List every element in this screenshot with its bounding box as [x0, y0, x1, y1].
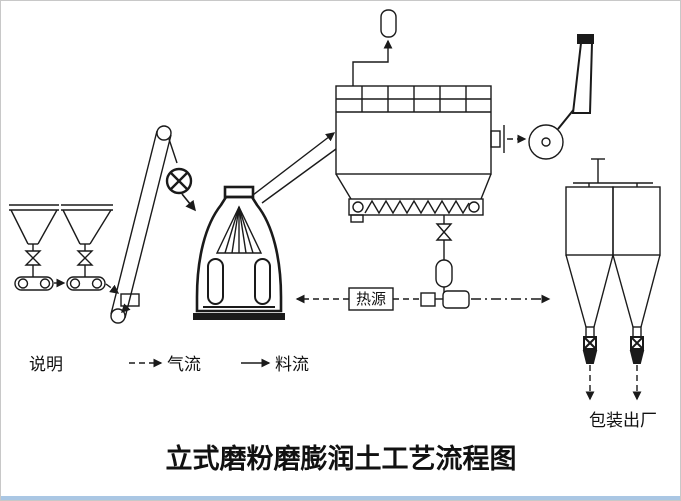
silo-discharge-valve-right — [629, 336, 645, 401]
rotary-airlock — [165, 167, 196, 212]
diagram-title: 立式磨粉磨膨润土工艺流程图 — [166, 443, 517, 475]
mill-base — [193, 313, 285, 320]
screw-conveyor — [348, 198, 484, 223]
legend-caption: 说明 — [29, 355, 63, 375]
feed-hopper-left — [9, 204, 59, 291]
feed-hopper-right — [61, 204, 113, 291]
air-flow-label: 气流 — [167, 355, 201, 375]
vent-filter — [352, 9, 397, 86]
material-flow-label: 料流 — [275, 355, 309, 375]
mill-roller-left — [207, 258, 224, 305]
packaging-label: 包装出厂 — [589, 411, 657, 431]
silo-discharge-valve-left — [582, 336, 598, 401]
heat-source — [295, 287, 421, 311]
mill-to-collector-duct — [252, 132, 337, 204]
discharge-airlock — [435, 215, 453, 293]
mill-roller-right — [254, 258, 271, 305]
conveying-blower — [420, 290, 470, 309]
product-silos — [565, 158, 661, 338]
chimney — [571, 34, 594, 114]
mill-classifier — [215, 205, 263, 254]
heat-source-label: 热源 — [356, 290, 386, 308]
dust-collector — [335, 85, 505, 200]
feed-transfer-lines — [54, 278, 140, 313]
vertical-mill — [193, 185, 285, 320]
bottom-border-strip — [1, 496, 680, 500]
fan-blower — [507, 107, 576, 160]
bucket-elevator — [110, 125, 178, 324]
